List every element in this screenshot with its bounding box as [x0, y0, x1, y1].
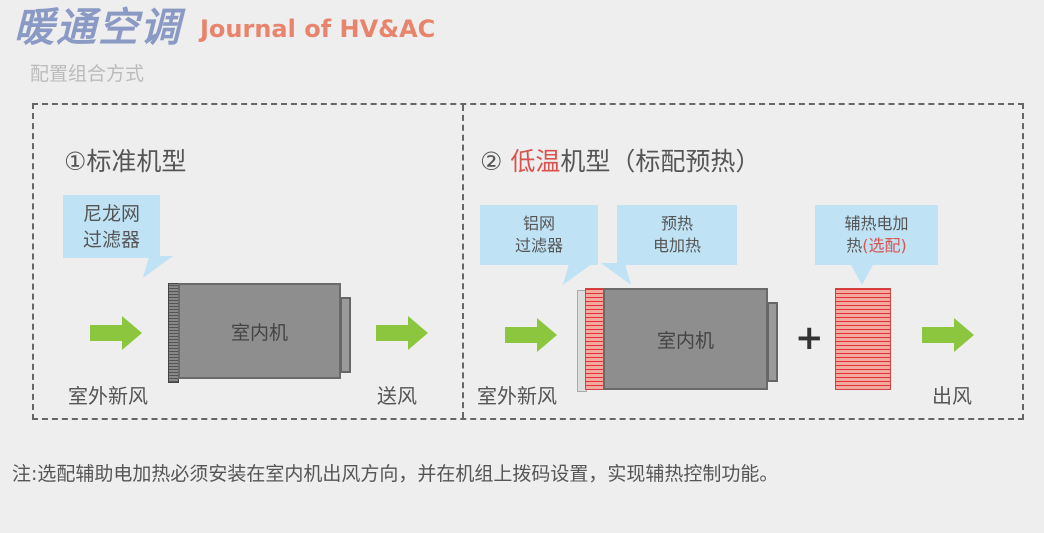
callout-pointer [850, 263, 874, 285]
indoor-unit: 室内机 [603, 288, 768, 390]
aux-heater [835, 288, 891, 390]
callout-line: 预热 [660, 214, 693, 233]
callout-line: 铝网 [522, 214, 555, 233]
outlet-label: 出风 [932, 384, 972, 408]
outlet-arrow-icon [922, 318, 974, 352]
logo-en: Journal of HV&AC [200, 15, 436, 43]
callout-line: 过滤器 [82, 228, 140, 251]
subtitle: 配置组合方式 [30, 63, 145, 85]
inlet-label: 室外新风 [477, 384, 557, 408]
unit-label: 室内机 [656, 329, 714, 352]
inlet-label: 室外新风 [68, 384, 148, 408]
preheat-callout: 预热 电加热 [617, 205, 737, 265]
aux-heat-callout: 辅热电加 热(选配) [815, 205, 938, 265]
callout-line: 热(选配) [815, 235, 938, 257]
callout-line: 电加热 [652, 236, 701, 255]
panel-divider [462, 105, 464, 418]
optional-tag: (选配) [862, 236, 907, 255]
lowtemp-title: ② 低温机型（标配预热） [480, 142, 760, 178]
preheat-heater [585, 288, 604, 390]
inlet-arrow-icon [90, 316, 142, 350]
callout-text: 热 [846, 236, 863, 255]
aluminum-filter-callout: 铝网 过滤器 [480, 205, 598, 265]
footnote: 注:选配辅助电加热必须安装在室内机出风方向，并在机组上拨码设置，实现辅热控制功能… [12, 463, 779, 485]
callout-line: 辅热电加 [844, 214, 909, 233]
callout-line: 尼龙网 [82, 202, 140, 225]
logo-cn: 暖通空调 [14, 5, 182, 51]
outlet-label: 送风 [377, 384, 417, 408]
title-red: 低温 [510, 147, 561, 176]
nylon-filter-callout: 尼龙网 过滤器 [63, 195, 160, 258]
plus-sign: + [795, 318, 824, 358]
outlet-arrow-icon [376, 316, 428, 350]
outlet-plate [340, 297, 351, 373]
callout-line: 过滤器 [514, 236, 563, 255]
title-prefix: ② [480, 147, 511, 176]
indoor-unit: 室内机 [178, 283, 341, 379]
inlet-arrow-icon [505, 318, 557, 352]
title-suffix: 机型（标配预热） [560, 147, 761, 176]
outlet-plate [767, 302, 778, 382]
diagram-frame [32, 103, 1024, 420]
standard-title: ①标准机型 [64, 147, 187, 176]
unit-label: 室内机 [230, 321, 288, 344]
